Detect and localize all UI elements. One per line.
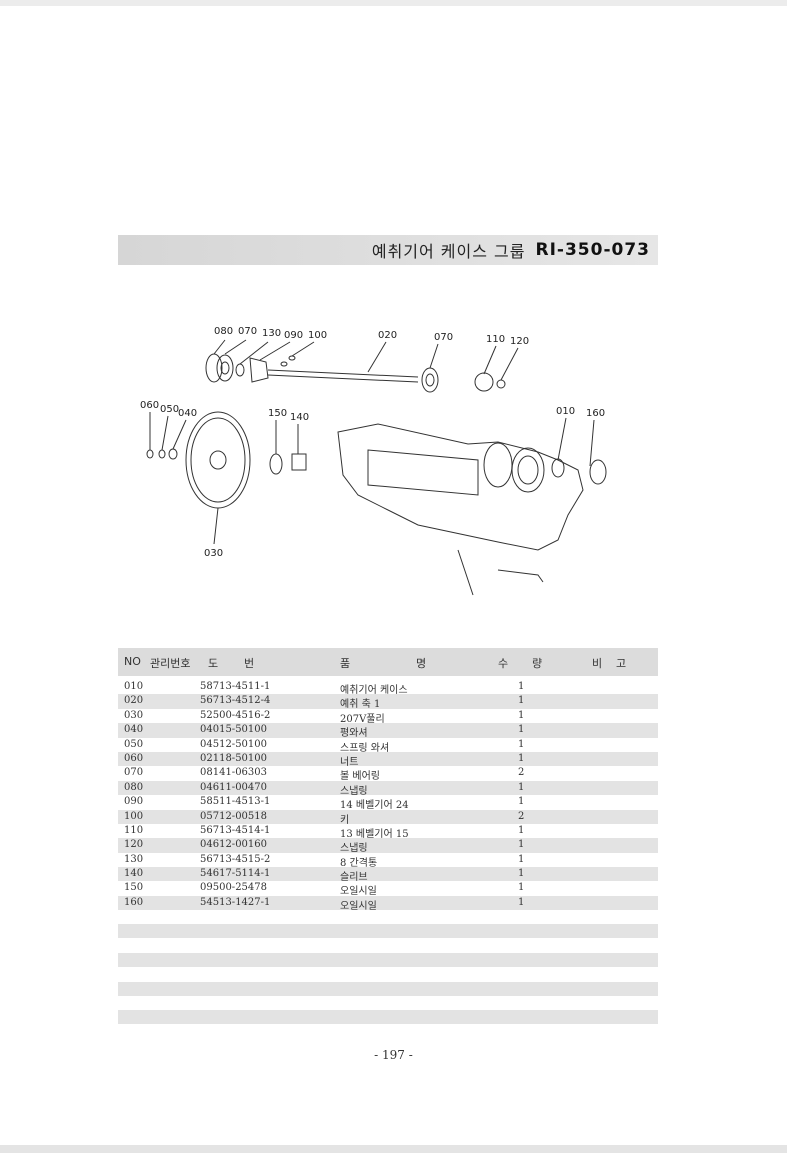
bevel-gear-15-shape — [474, 372, 494, 392]
header-qty-2: 량 — [532, 657, 543, 670]
section-code: RI-350-073 — [535, 240, 650, 260]
callout-100: 100 — [308, 330, 327, 341]
pulley-shape — [185, 411, 251, 509]
empty-row-band — [118, 924, 658, 938]
header-dwg-1: 도 — [208, 657, 219, 670]
callout-040: 040 — [178, 408, 197, 419]
callout-050: 050 — [160, 404, 179, 415]
header-note-2: 고 — [616, 657, 627, 670]
bearing-shape-2 — [421, 367, 439, 393]
header-note-1: 비 — [592, 657, 603, 670]
section-title: 예취기어 케이스 그룹 — [371, 242, 526, 261]
header-dwg-2: 번 — [244, 657, 255, 670]
parts-table-header: NO 관리번호 도 번 품 명 수 량 비 고 — [118, 648, 658, 676]
callout-010: 010 — [556, 406, 575, 417]
callout-030: 030 — [204, 548, 223, 559]
header-name-1: 품 — [340, 657, 351, 670]
page-number: - 197 - — [374, 1048, 413, 1062]
empty-row-band — [118, 982, 658, 996]
header-name-2: 명 — [416, 657, 427, 670]
empty-row-band — [118, 1010, 658, 1024]
shaft-shape — [267, 369, 419, 378]
header-mgmt: 관리번호 — [150, 657, 191, 670]
callout-080: 080 — [214, 326, 233, 337]
callout-160: 160 — [586, 408, 605, 419]
callout-140: 140 — [290, 412, 309, 423]
callout-070-b: 070 — [434, 332, 453, 343]
bevel-gear-24-shape — [249, 357, 269, 383]
callout-110: 110 — [486, 334, 505, 345]
sleeve-shape — [291, 453, 307, 471]
gear-case-shape — [337, 423, 584, 551]
callout-150: 150 — [268, 408, 287, 419]
page-bottom-edge — [0, 1145, 787, 1153]
header-qty-1: 수 — [498, 657, 509, 670]
callout-060: 060 — [140, 400, 159, 411]
spacer-shape — [235, 363, 245, 377]
callout-130: 130 — [262, 328, 281, 339]
section-title-bar: 예취기어 케이스 그룹 RI-350-073 — [118, 235, 658, 265]
empty-row-band — [118, 953, 658, 967]
exploded-parts-diagram: 080 070 130 090 100 020 070 110 120 060 … — [140, 326, 607, 596]
washer-shape — [168, 448, 178, 460]
callout-020: 020 — [378, 330, 397, 341]
oil-seal-shape — [269, 453, 283, 475]
page-top-edge — [0, 0, 787, 6]
header-no: NO — [124, 655, 141, 668]
callout-070-a: 070 — [238, 326, 257, 337]
callout-120: 120 — [510, 336, 529, 347]
bearing-shape — [216, 354, 234, 382]
callout-090: 090 — [284, 330, 303, 341]
